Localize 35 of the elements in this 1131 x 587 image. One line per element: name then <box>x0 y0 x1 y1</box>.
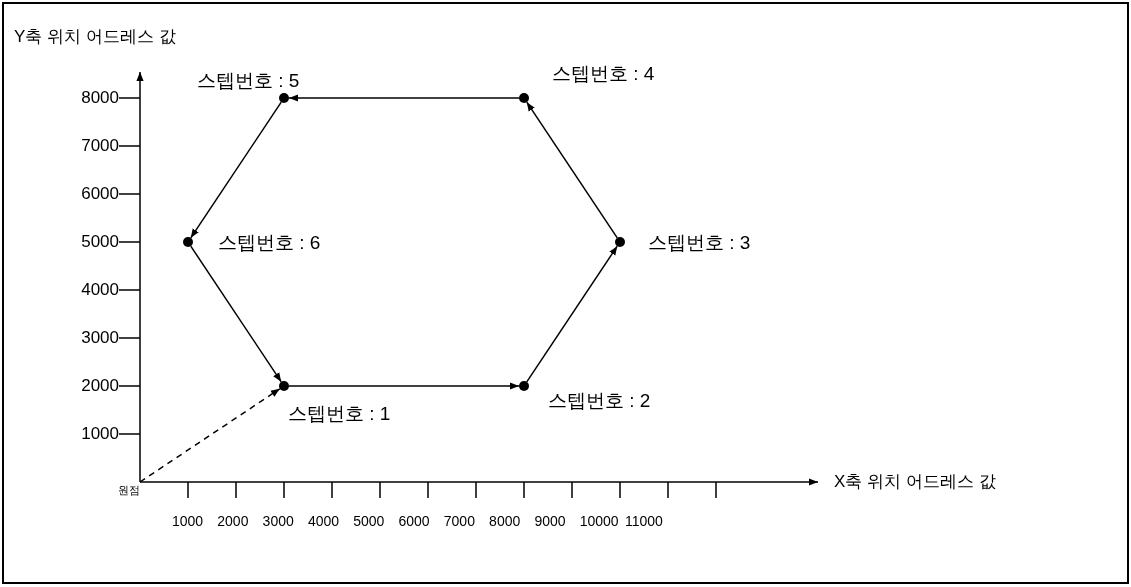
axis-title: Y축 위치 어드레스 값 <box>14 26 176 48</box>
tick-label: 2000 <box>217 512 249 530</box>
tick-label: 1000 <box>81 423 119 445</box>
arrow <box>288 382 520 390</box>
tick-label: 7000 <box>443 512 475 530</box>
tick-label: 2000 <box>81 375 119 397</box>
step-label: 스텝번호 : 6 <box>218 232 321 254</box>
step-label: 스텝번호 : 2 <box>548 390 651 412</box>
tick-label: 4000 <box>81 279 119 301</box>
tick-label: 8000 <box>81 87 119 109</box>
tick-label: 3000 <box>81 327 119 349</box>
arrow <box>288 94 520 102</box>
tick-label: 11000 <box>625 512 663 530</box>
tick-label: 5000 <box>81 231 119 253</box>
arrow <box>526 101 618 239</box>
arrow <box>526 245 618 383</box>
origin-label: 원점 <box>104 483 140 497</box>
axis-title: X축 위치 어드레스 값 <box>834 471 996 493</box>
tick-label: 6000 <box>81 183 119 205</box>
step-label: 스텝번호 : 4 <box>552 63 655 85</box>
tick-label: 8000 <box>489 512 521 530</box>
tick-label: 6000 <box>398 512 430 530</box>
tick-label: 3000 <box>262 512 294 530</box>
step-label: 스텝번호 : 5 <box>197 70 300 92</box>
tick-label: 4000 <box>307 512 340 530</box>
tick-label: 10000 <box>579 512 619 530</box>
arrow <box>190 101 282 239</box>
step-label: 스텝번호 : 1 <box>288 403 391 425</box>
step-label: 스텝번호 : 3 <box>648 232 751 254</box>
tick-label: 5000 <box>353 512 385 530</box>
tick-label: 9000 <box>534 512 566 530</box>
arrow <box>190 245 282 383</box>
tick-label: 7000 <box>81 135 119 157</box>
arrow <box>139 388 281 483</box>
tick-label: 1000 <box>172 512 204 530</box>
